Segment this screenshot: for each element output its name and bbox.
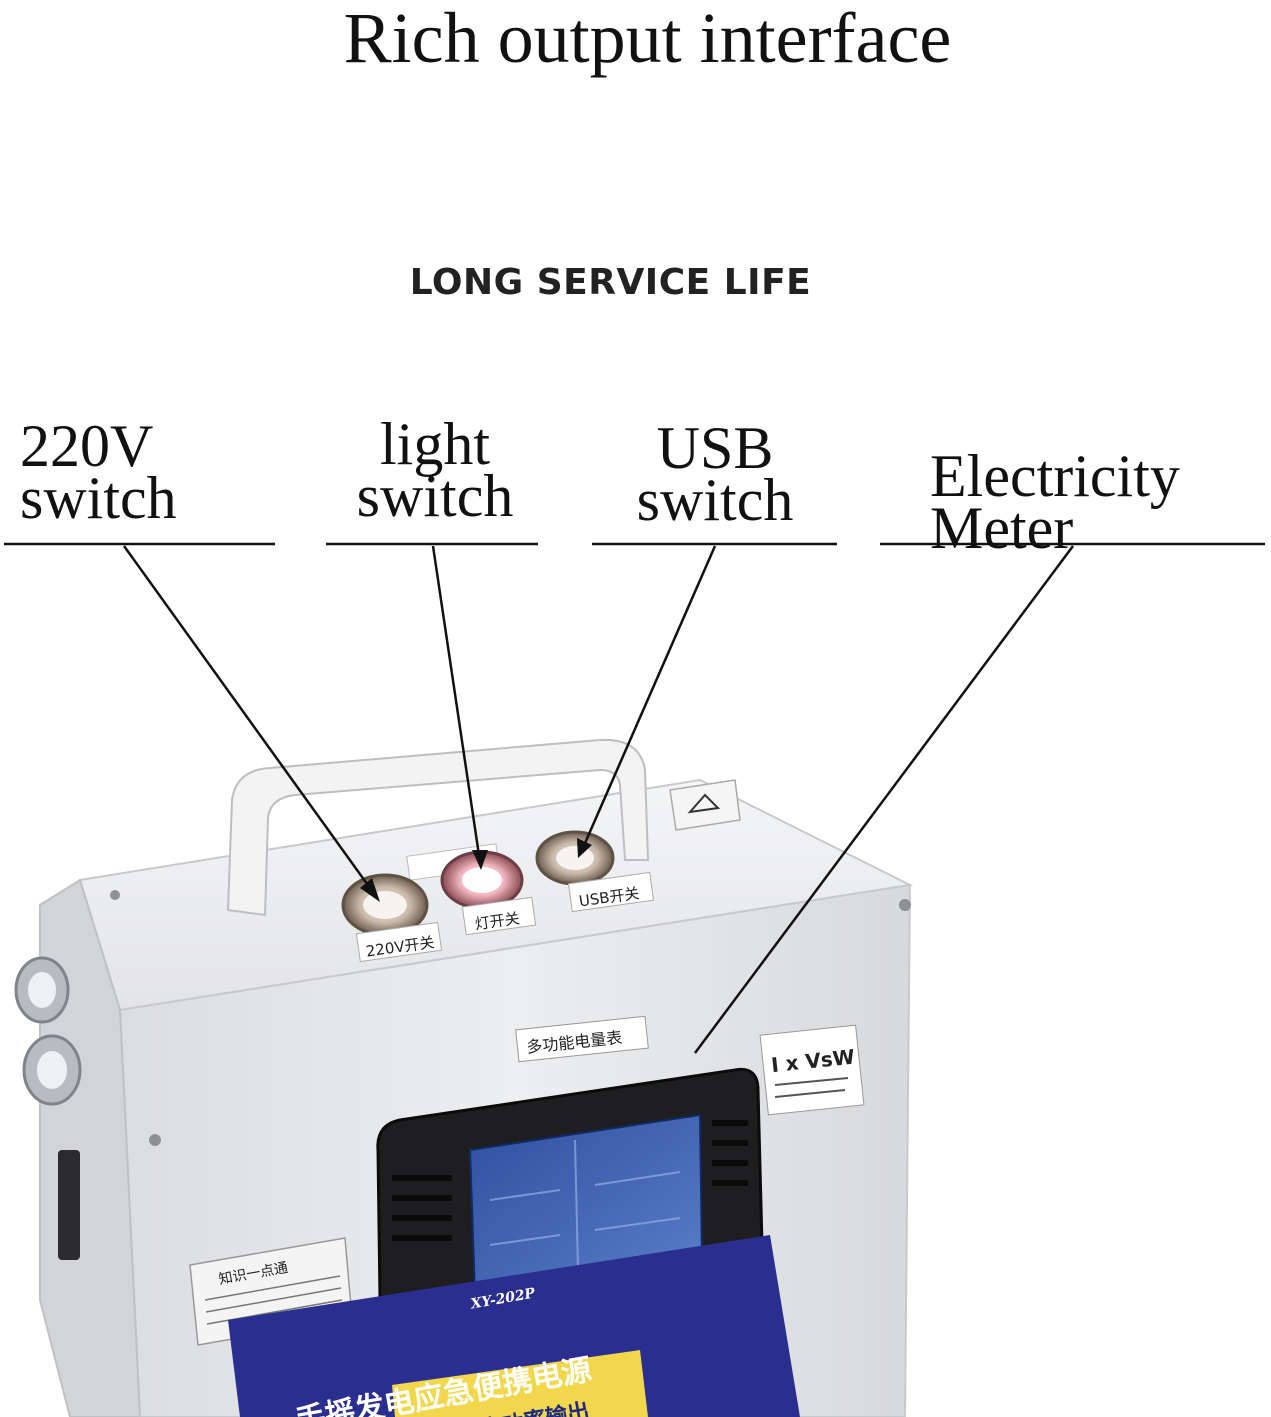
callout-220v-switch: 220V switch (20, 413, 220, 531)
banner-power-strip (392, 1350, 648, 1417)
callout-light-line2: switch (356, 463, 514, 529)
callout-usb-switch: USB switch (610, 415, 820, 533)
callout-usb-line2: switch (636, 467, 794, 533)
page-subtitle: LONG SERVICE LIFE (409, 262, 812, 303)
meter-spec-sticker (759, 1024, 865, 1116)
meter-vents (392, 1120, 748, 1241)
switch-220v: 220V开关 (341, 873, 443, 963)
callout-220v-line1: 220V (20, 413, 154, 479)
pointer-lines (122, 545, 1075, 1054)
pointer-meter (693, 545, 1075, 1054)
callout-light-line1: light (379, 411, 490, 477)
carry-handle (226, 738, 650, 917)
callout-meter-line1: Electricity (930, 443, 1180, 509)
arrowhead-light (472, 850, 488, 870)
warning-sticker (669, 779, 741, 831)
device-side-face (39, 878, 142, 1417)
arrowhead-usb (577, 838, 592, 858)
meter-label-sticker (515, 1015, 649, 1063)
arrowhead-220v (360, 878, 380, 902)
callout-light-switch: light switch (330, 411, 540, 529)
pointer-arrowheads (360, 838, 592, 902)
page-title: Rich output interface (343, 0, 952, 78)
screws (110, 890, 911, 1146)
meter-screen-segments (489, 1139, 681, 1271)
callout-220v-line2: switch (20, 465, 177, 531)
callout-meter-line2: Meter (930, 495, 1074, 561)
side-sockets (14, 956, 82, 1260)
switch-usb: USB开关 (535, 830, 655, 913)
callout-electricity-meter: Electricity Meter (930, 443, 1270, 561)
switch-light: 灯开关 (440, 850, 537, 936)
pointer-light (431, 545, 482, 863)
product-banner (228, 1235, 800, 1417)
callout-usb-line1: USB (656, 415, 774, 481)
pointer-usb (580, 545, 717, 851)
pointer-220v (122, 545, 377, 896)
